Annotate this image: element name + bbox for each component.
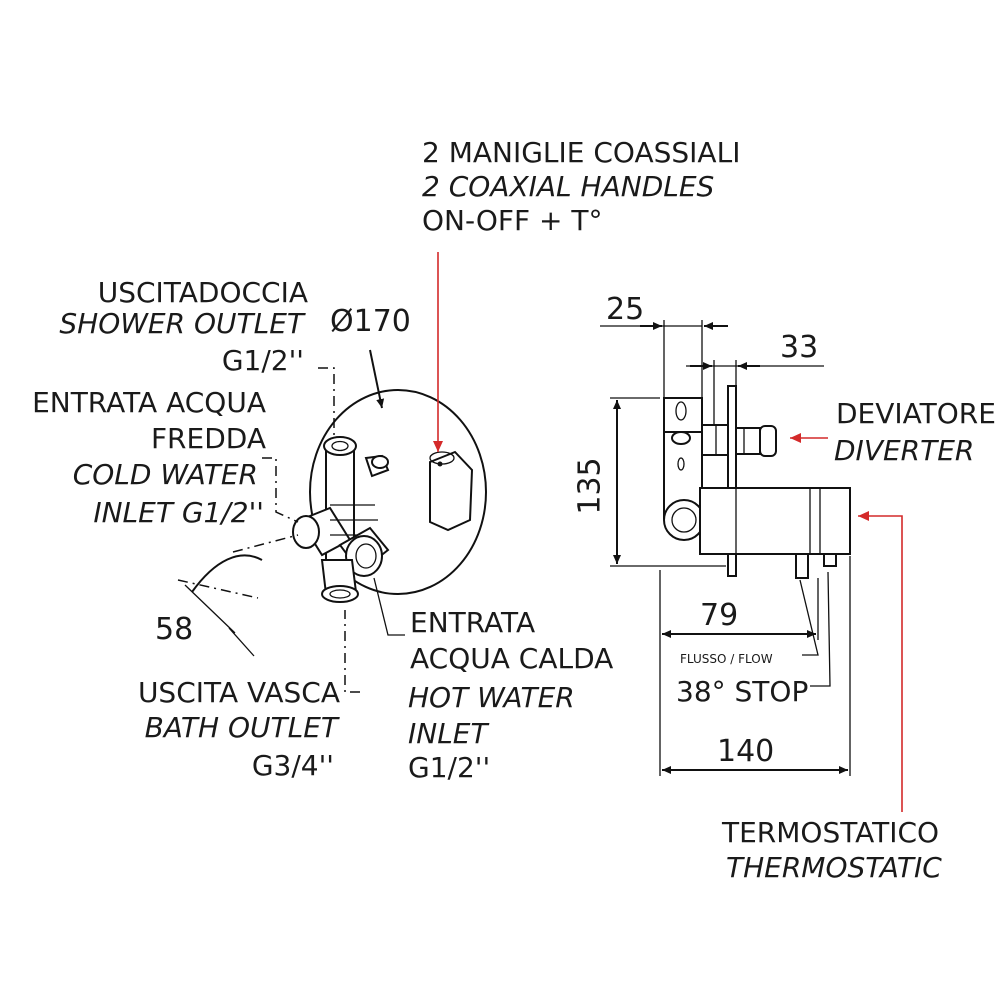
diverter-label-en: DIVERTER [834, 434, 975, 467]
handles-label-it: 2 MANIGLIE COASSIALI [422, 136, 741, 169]
bath-outlet-label-en: BATH OUTLET [144, 711, 338, 744]
thermostatic-label-it: TERMOSTATICO [722, 816, 940, 849]
shower-outlet-label-it: USCITADOCCIA [97, 276, 308, 309]
dim-140: 140 [717, 734, 775, 769]
hot-inlet-label-it2: ACQUA CALDA [410, 642, 614, 675]
handles-label-en: 2 COAXIAL HANDLES [422, 170, 715, 203]
hot-inlet-bore [345, 535, 383, 577]
dim-25: 25 [606, 292, 645, 327]
shower-outlet-thread: G1/2'' [221, 344, 304, 377]
front-leaders [177, 252, 443, 693]
bath-outlet-label-it: USCITA VASCA [137, 676, 340, 709]
shower-outlet-label-en: SHOWER OUTLET [59, 307, 304, 340]
bath-outlet-thread: G3/4'' [251, 749, 334, 782]
cold-inlet-label-it2: FREDDA [150, 422, 266, 455]
stop-label: 38° STOP [676, 675, 809, 708]
hot-inlet-label-en2: INLET [408, 717, 488, 750]
front-view [292, 389, 487, 603]
dim-79: 79 [700, 598, 739, 633]
side-bore [663, 499, 705, 541]
diverter-knob [759, 425, 777, 457]
flow-label: FLUSSO / FLOW [680, 652, 773, 666]
dim-135: 135 [572, 457, 608, 515]
cold-inlet-label-en2: INLET G1/2'' [93, 496, 264, 529]
side-view [663, 385, 851, 579]
coaxial-handle [429, 450, 474, 532]
dim-33: 33 [780, 330, 819, 365]
hot-inlet-label-it1: ENTRATA [410, 606, 536, 639]
hot-inlet-thread: G1/2'' [408, 751, 491, 784]
side-dimensions [600, 320, 903, 812]
dim-58: 58 [155, 612, 194, 647]
side-plate [727, 385, 737, 577]
handles-function-label: ON-OFF + T° [422, 204, 603, 237]
thermostatic-label-en: THERMOSTATIC [726, 851, 942, 884]
thermostatic-handle [699, 487, 851, 555]
cold-inlet-label-it1: ENTRATA ACQUA [32, 386, 266, 419]
diverter-label-it: DEVIATORE [836, 397, 996, 430]
plate-diameter-dim: Ø170 [330, 304, 411, 339]
hot-inlet-label-en1: HOT WATER [408, 681, 575, 714]
cold-inlet-label-en1: COLD WATER [72, 458, 258, 491]
